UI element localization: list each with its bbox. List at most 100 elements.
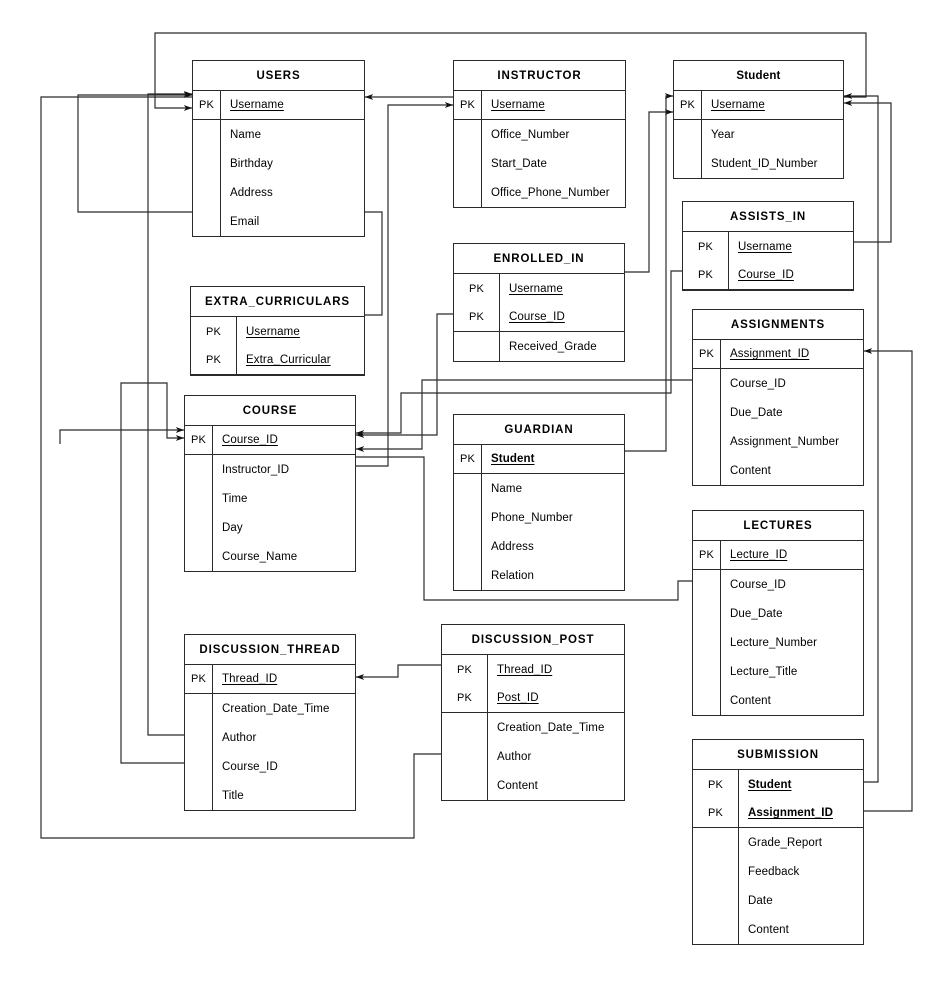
column-name: Lecture_Number — [730, 636, 818, 649]
table-row[interactable]: Assignment_Number — [693, 427, 863, 456]
table-row[interactable]: Name — [454, 474, 624, 503]
table-row[interactable]: Feedback — [693, 857, 863, 886]
table-row[interactable]: Content — [693, 686, 863, 715]
table-row[interactable]: Address — [193, 178, 364, 207]
column-name: Email — [230, 215, 260, 228]
column-name: Course_ID — [509, 311, 565, 323]
table-title-assists_in: ASSISTS_IN — [683, 202, 853, 232]
table-row[interactable]: Course_ID — [693, 570, 863, 599]
table-row[interactable]: Lecture_Title — [693, 657, 863, 686]
table-row[interactable]: Phone_Number — [454, 503, 624, 532]
table-row[interactable]: Day — [185, 513, 355, 542]
key-cell-empty — [454, 474, 482, 503]
table-row[interactable]: Instructor_ID — [185, 455, 355, 484]
table-row[interactable]: Grade_Report — [693, 828, 863, 857]
primary-key-badge: PK — [185, 426, 213, 454]
table-row[interactable]: Content — [693, 456, 863, 485]
column-name: Course_ID — [222, 760, 278, 773]
column-name: Lecture_Title — [730, 665, 798, 678]
table-row[interactable]: Start_Date — [454, 149, 625, 178]
table-row[interactable]: Birthday — [193, 149, 364, 178]
table-row[interactable]: Received_Grade — [454, 332, 624, 361]
column-name: Grade_Report — [748, 836, 823, 849]
primary-key-badge: PK — [693, 340, 721, 368]
column-name: Name — [230, 128, 262, 141]
column-name: Content — [748, 923, 789, 936]
table-row[interactable]: Due_Date — [693, 398, 863, 427]
table-row[interactable]: Year — [674, 120, 843, 149]
column-name: Assignment_ID — [730, 348, 810, 360]
wire-course-instructorid-to-instructor — [356, 102, 454, 467]
table-row[interactable]: Email — [193, 207, 364, 236]
table-row[interactable]: Due_Date — [693, 599, 863, 628]
table-row[interactable]: Course_ID — [693, 369, 863, 398]
column-name: Name — [491, 482, 523, 495]
table-title-course: COURSE — [185, 396, 355, 426]
key-cell-empty — [193, 207, 221, 236]
table-row[interactable]: Content — [442, 771, 624, 800]
table-row[interactable]: Lecture_Number — [693, 628, 863, 657]
table-row[interactable]: Date — [693, 886, 863, 915]
table-row[interactable]: Course_ID — [185, 752, 355, 781]
primary-key-badge: PK — [185, 665, 213, 693]
key-cell-empty — [693, 657, 721, 686]
table-row[interactable]: Time — [185, 484, 355, 513]
wire-thread-course-to-course — [120, 382, 185, 764]
table-row[interactable]: PK Course_ID — [454, 303, 624, 332]
table-row[interactable]: Author — [185, 723, 355, 752]
table-row[interactable]: Creation_Date_Time — [185, 694, 355, 723]
table-row[interactable]: PK Assignment_ID — [693, 340, 863, 369]
primary-key-badge: PK — [454, 303, 500, 331]
table-row[interactable]: Name — [193, 120, 364, 149]
primary-key-badge: PK — [683, 232, 729, 261]
table-row[interactable]: Author — [442, 742, 624, 771]
table-row[interactable]: Creation_Date_Time — [442, 713, 624, 742]
table-row[interactable]: Content — [693, 915, 863, 944]
key-cell-empty — [693, 857, 739, 886]
table-row[interactable]: Office_Number — [454, 120, 625, 149]
table-row[interactable]: Office_Phone_Number — [454, 178, 625, 207]
table-title-users: USERS — [193, 61, 364, 91]
column-name: Assignment_Number — [730, 435, 840, 448]
table-title-submission: SUBMISSION — [693, 740, 863, 770]
table-row[interactable]: Course_Name — [185, 542, 355, 571]
column-name: Author — [222, 731, 257, 744]
table-row[interactable]: Relation — [454, 561, 624, 590]
table-row[interactable]: Title — [185, 781, 355, 810]
table-row[interactable]: Student_ID_Number — [674, 149, 843, 178]
table-row[interactable]: Address — [454, 532, 624, 561]
